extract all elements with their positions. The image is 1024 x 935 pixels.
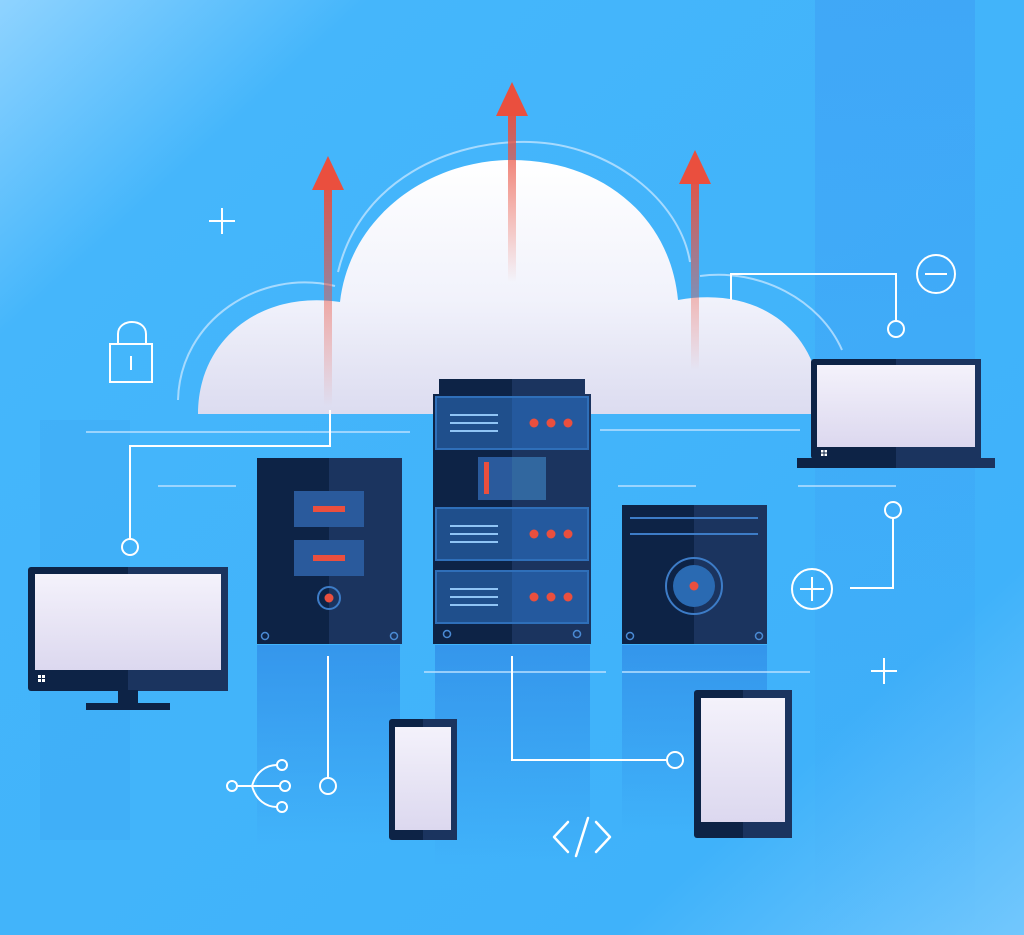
share-node-icon [226, 759, 291, 813]
storage-drive [622, 505, 767, 644]
upload-arrow-icon [312, 156, 344, 406]
rack-server [433, 379, 591, 644]
rack-unit [435, 507, 589, 561]
smartphone [389, 719, 457, 840]
rack-unit [435, 570, 589, 624]
plus-icon [209, 208, 235, 234]
laptop [797, 359, 995, 468]
upload-arrow-icon [496, 82, 528, 282]
minus-circle-icon [916, 254, 956, 294]
desktop-monitor [28, 567, 228, 710]
cloud-outline-arcs [177, 140, 843, 401]
horizon-lines [86, 429, 896, 673]
rack-unit [478, 457, 546, 500]
code-icon [552, 816, 612, 858]
plus-circle-icon [791, 568, 833, 610]
rack-unit [435, 396, 589, 450]
lock-icon [109, 321, 153, 383]
upload-arrow-icon [679, 150, 711, 370]
tower-server [257, 458, 402, 644]
cloud [198, 160, 822, 414]
plus-icon [871, 658, 897, 684]
tablet [694, 690, 792, 838]
network-connectors [121, 273, 905, 795]
